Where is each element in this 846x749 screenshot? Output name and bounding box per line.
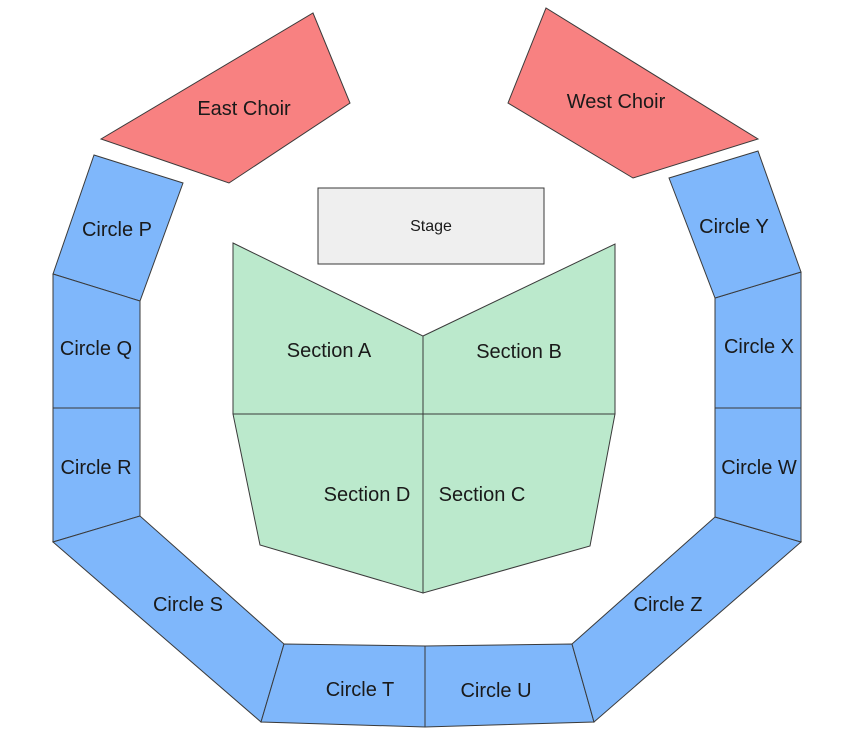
- west-choir-zone[interactable]: [507, 7, 760, 179]
- section-c-zone[interactable]: [422, 413, 616, 594]
- section-a-zone[interactable]: [232, 242, 424, 415]
- circle-t-zone[interactable]: [260, 643, 426, 728]
- circle-z-zone[interactable]: [571, 516, 803, 723]
- section-d-zone[interactable]: [232, 413, 424, 594]
- circle-u-zone[interactable]: [424, 643, 595, 728]
- stage-block[interactable]: [317, 187, 545, 265]
- circle-y-zone[interactable]: [668, 150, 802, 299]
- section-b-zone[interactable]: [422, 243, 616, 415]
- east-choir-zone[interactable]: [99, 12, 351, 184]
- circle-p-zone[interactable]: [52, 154, 184, 302]
- circle-s-zone[interactable]: [51, 515, 285, 723]
